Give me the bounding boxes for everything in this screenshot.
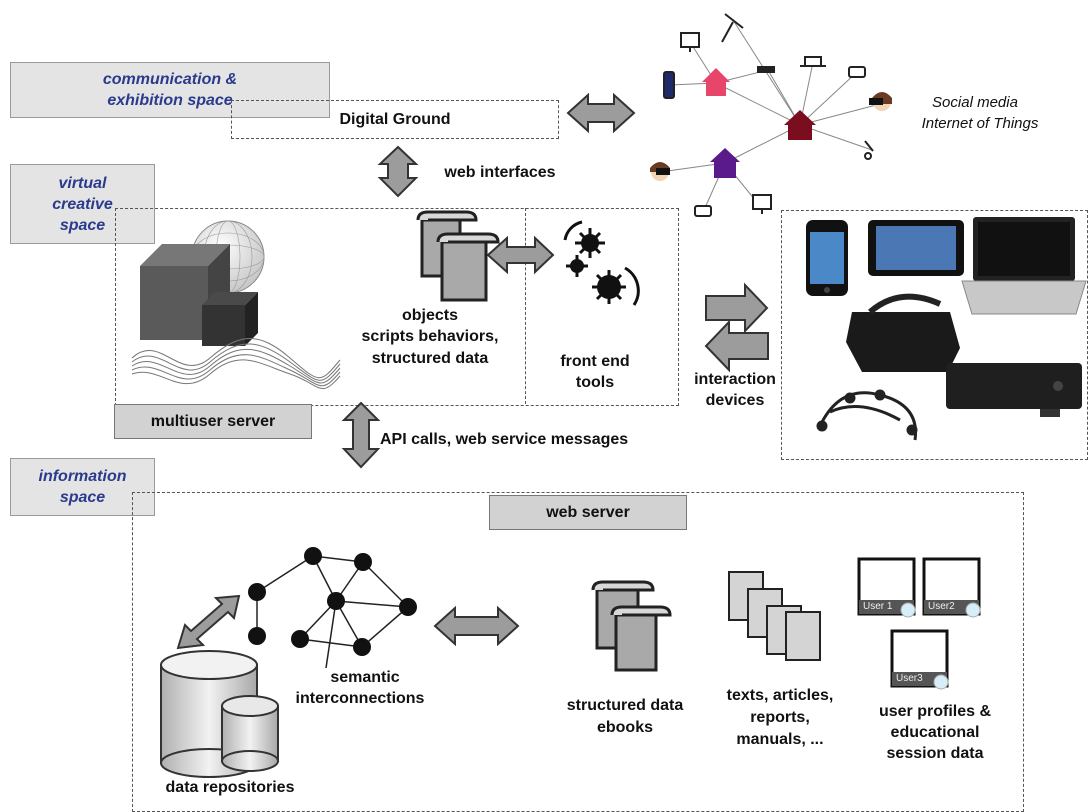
social-avatar-icons (650, 92, 892, 181)
web-server-label: web server (489, 495, 687, 530)
social-media-text: Social media (932, 94, 1018, 111)
vr-headset-icon (846, 293, 960, 372)
data-repositories-text: data repositories (165, 779, 295, 796)
semantic-text-1: semantic (330, 669, 400, 686)
objects-text-1: objects (401, 307, 458, 324)
multiuser-server-label: multiuser server (114, 404, 312, 439)
house-darkred-icon (784, 110, 816, 140)
user3-tag: User3 (896, 673, 923, 684)
kinect-sensor-icon (946, 363, 1082, 417)
eeg-headset-icon (816, 389, 918, 441)
interaction-text-2: devices (705, 392, 765, 409)
api-calls-arrow (341, 401, 381, 469)
front-end-text-2: tools (575, 374, 615, 391)
profiles-text-2: educational (890, 724, 980, 741)
social-network-graph (659, 19, 881, 211)
house-purple-icon (710, 148, 740, 178)
semantic-text-2: interconnections (295, 690, 425, 707)
database-icon-small (221, 695, 279, 772)
interaction-arrows (704, 282, 769, 373)
interaction-text-1: interaction (694, 371, 776, 388)
smartphone-icon (806, 220, 848, 296)
tablet-icon (868, 220, 964, 276)
texts-text-2: reports, (750, 709, 810, 726)
virtual-space-label: virtual creative space (10, 164, 155, 244)
texts-text-1: texts, articles, (726, 687, 834, 704)
user1-tag: User 1 (863, 601, 893, 612)
objects-gears-arrow (486, 235, 555, 275)
digital-ground-text: Digital Ground (339, 111, 451, 128)
iot-text: Internet of Things (921, 115, 1039, 132)
user-screen-icons (857, 557, 981, 690)
communication-space-label: communication & exhibition space (10, 62, 330, 118)
structured-data-scroll-icon (591, 580, 672, 672)
structured-text-2: ebooks (596, 719, 653, 736)
virtual-creative-box (115, 208, 679, 406)
communication-space-text: communication & exhibition space (102, 71, 238, 109)
api-calls-text: API calls, web service messages (380, 431, 629, 448)
web-interfaces-text: web interfaces (444, 164, 556, 181)
information-space-label: information space (10, 458, 155, 516)
gears-icon (563, 220, 640, 306)
repository-network-arrow (176, 594, 241, 650)
scroll-documents-icon (416, 210, 500, 302)
laptop-icon (961, 217, 1087, 315)
wave-3d-object (131, 338, 341, 389)
devices-box (781, 210, 1088, 460)
document-stack-icon (728, 571, 821, 661)
web-interfaces-arrow (377, 145, 419, 198)
objects-text-3: structured data (371, 350, 489, 367)
front-end-divider (525, 208, 526, 404)
profiles-text-1: user profiles & (878, 703, 992, 720)
structured-text-1: structured data (566, 697, 684, 714)
front-end-text-1: front end (560, 353, 630, 370)
virtual-space-text: virtual creative space (52, 174, 113, 234)
profiles-text-3: session data (886, 745, 984, 762)
small-cube-3d-object (202, 292, 258, 346)
user2-tag: User2 (928, 601, 955, 612)
texts-text-3: manuals, ... (736, 731, 824, 748)
digital-ground-box (231, 100, 559, 139)
house-pink-icon (702, 68, 730, 96)
digital-ground-social-arrow (566, 92, 636, 134)
cube-3d-object (140, 244, 230, 340)
semantic-structured-arrow (433, 605, 520, 647)
information-space-text: information space (38, 468, 127, 506)
semantic-network-graph (248, 547, 417, 669)
social-device-icons (663, 13, 874, 217)
objects-text-2: scripts behaviors, (361, 328, 499, 345)
